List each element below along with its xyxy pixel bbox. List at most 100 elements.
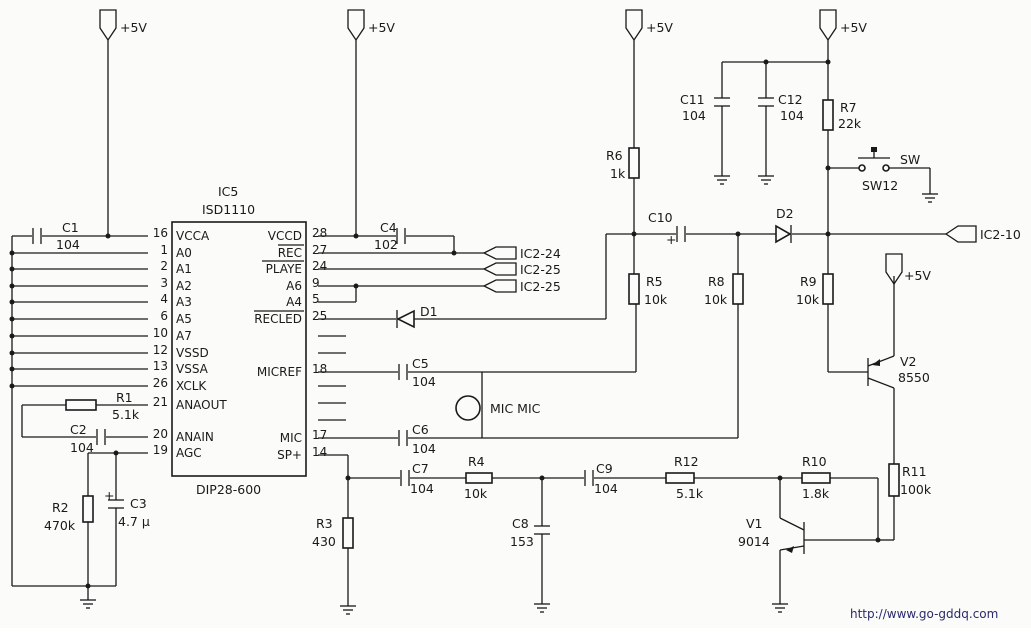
transistor-v2: V2 8550 [867,354,930,389]
vcc-symbol: +5V [885,253,931,286]
ic-pin-name: REC [278,246,302,260]
r10-value: 1.8k [802,486,830,501]
ic-pin-number: 20 [153,427,168,441]
ic-pin-number: 1 [160,243,168,257]
r3-value: 430 [312,534,336,549]
c8-value: 153 [510,534,534,549]
capacitor-c4: C4 102 [374,220,406,252]
ground-symbol [922,193,938,203]
ic-pin-number: 19 [153,443,168,457]
c5-value: 104 [412,374,436,389]
resistor-r3: R3 430 [312,516,354,549]
ic-pin-number: 12 [153,343,168,357]
connector-ic2-10: IC2-10 [944,225,1021,243]
capacitor-c3: + C3 4.7 μ [104,488,150,529]
c3-value: 4.7 μ [118,514,150,529]
push-switch-sw: SW SW12 [858,147,920,193]
ic-pin-number: 17 [312,428,327,442]
connector-label: IC2-25 [520,262,561,277]
ic-pin-name: A6 [286,279,302,293]
r7-ref: R7 [840,100,857,115]
c11-ref: C11 [680,92,705,107]
capacitor-c8: C8 153 [510,516,550,549]
r3-ref: R3 [316,516,333,531]
ic-pin-number: 16 [153,226,168,240]
ic-pin-number: 28 [312,226,327,240]
capacitor-c9: C9 104 [584,461,618,496]
resistor-r4: R4 10k [464,454,493,501]
ic-pin-name: A4 [286,295,302,309]
r12-value: 5.1k [676,486,704,501]
v2-value: 8550 [898,370,930,385]
ic-pin-name: MIC [280,431,302,445]
ic-part: ISD1110 [202,202,255,217]
capacitor-c10: C10 + [648,210,686,247]
ic-pin-number: 26 [153,376,168,390]
ic-pin-number: 3 [160,276,168,290]
r1-value: 5.1k [112,407,140,422]
ic-pin-name: ANAOUT [176,398,227,412]
v1-ref: V1 [746,516,763,531]
c4-ref: C4 [380,220,397,235]
ic-pin-name: A1 [176,262,192,276]
c9-value: 104 [594,481,618,496]
r2-value: 470k [44,518,76,533]
ic-ref: IC5 [218,184,238,199]
c2-value: 104 [70,440,94,455]
connector-label: IC2-24 [520,246,561,261]
c8-ref: C8 [512,516,529,531]
c12-value: 104 [780,108,804,123]
ic-pin-name: A3 [176,295,192,309]
c7-ref: C7 [412,461,429,476]
r4-value: 10k [464,486,488,501]
wiring [11,40,946,606]
connector-label: IC2-10 [980,227,1021,242]
resistor-r1: R1 5.1k [65,390,140,422]
junction-dots [9,59,881,589]
ic-pin-number: 27 [312,243,327,257]
resistor-r12: R12 5.1k [665,454,704,501]
resistor-r8: R8 10k [704,273,744,307]
c4-value: 102 [374,237,398,252]
transistor-v1: V1 9014 [738,516,805,554]
c10-ref: C10 [648,210,673,225]
ic-pin-name: A2 [176,279,192,293]
vcc-label: +5V [120,20,147,35]
ground-symbol [714,175,730,185]
r7-value: 22k [838,116,862,131]
capacitor-c5: C5 104 [398,356,436,389]
diode-d2: D2 [775,206,794,244]
c10-polarity: + [666,232,676,247]
ic-pin-name: SP+ [277,448,302,462]
r5-value: 10k [644,292,668,307]
c3-ref: C3 [130,496,147,511]
r1-ref: R1 [116,390,133,405]
ground-symbol [340,605,356,615]
ic-pin-name: XCLK [176,379,207,393]
connector-ic2-24: IC2-24 [482,246,561,261]
ic-pin-name: MICREF [257,365,302,379]
ic-pin-number: 14 [312,445,327,459]
r11-ref: R11 [902,464,927,479]
ic-pin-number: 13 [153,359,168,373]
vcc-symbol: +5V [819,9,867,42]
microphone: MIC MIC [455,372,541,438]
resistor-r2: R2 470k [44,495,94,533]
c6-ref: C6 [412,422,429,437]
capacitor-c6: C6 104 [398,422,436,456]
c12-ref: C12 [778,92,803,107]
vcc-symbol: +5V [99,9,147,42]
ic-pin-number: 18 [312,362,327,376]
c1-value: 104 [56,237,80,252]
resistor-r10: R10 1.8k [801,454,831,501]
ground-symbol [80,599,96,609]
capacitor-c11: C11 104 [680,92,730,123]
r4-ref: R4 [468,454,485,469]
ic-pin-name: AGC [176,446,202,460]
ic-pin-name: VCCD [268,229,302,243]
sw-ref: SW [900,152,920,167]
r8-value: 10k [704,292,728,307]
vcc-label: +5V [368,20,395,35]
